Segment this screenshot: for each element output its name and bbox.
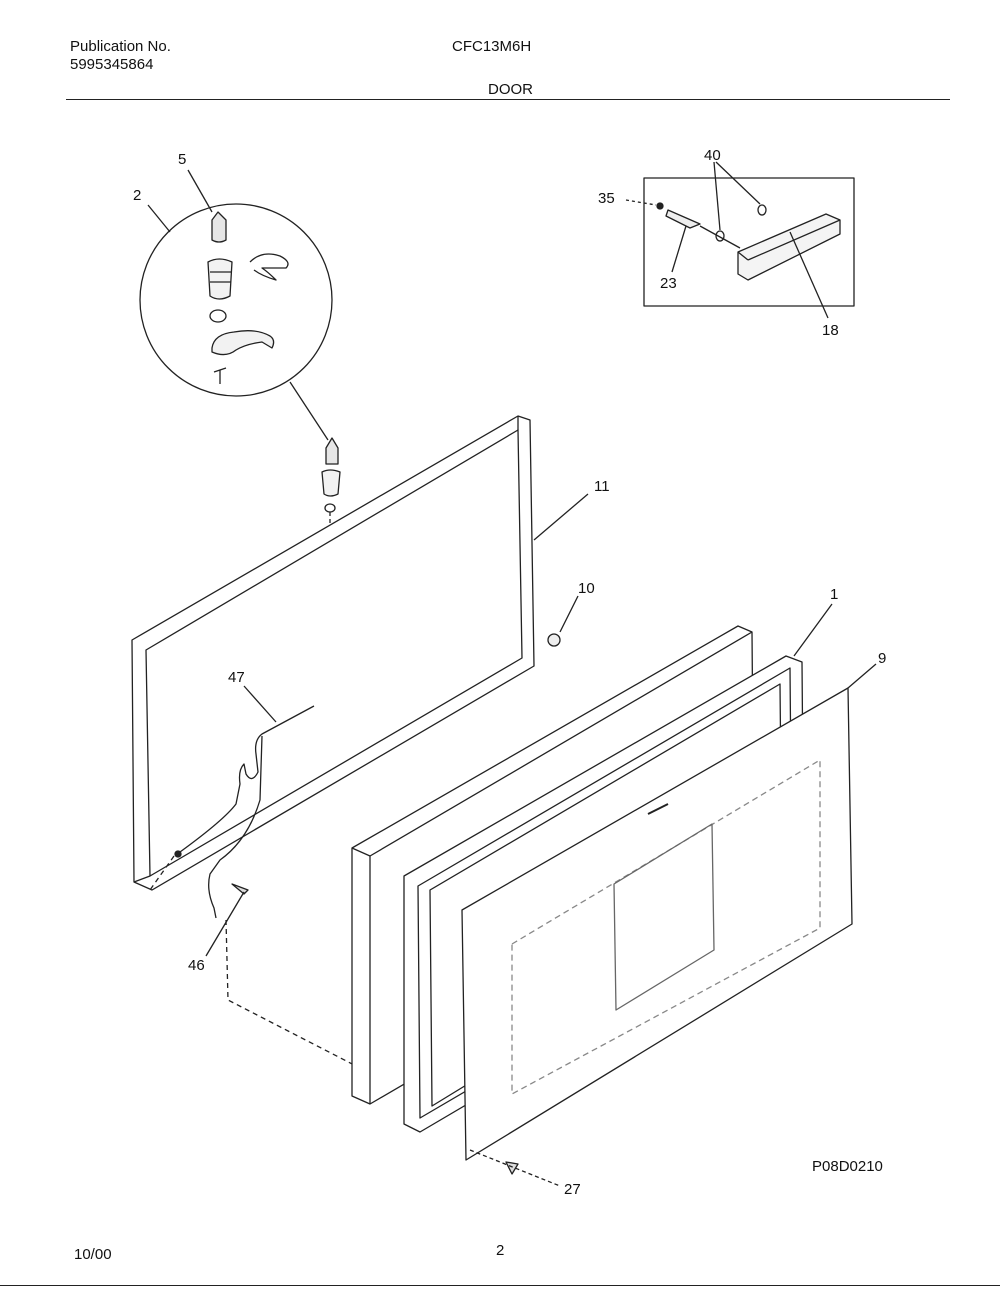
callout-11: 11 xyxy=(594,478,610,495)
leader-2 xyxy=(147,204,171,233)
leader-35 xyxy=(625,199,657,206)
callout-1: 1 xyxy=(830,586,839,603)
callout-23: 23 xyxy=(660,275,677,292)
footer-divider xyxy=(0,1285,1000,1286)
leader-9 xyxy=(847,663,877,689)
callout-10: 10 xyxy=(578,580,595,597)
hinge-clip xyxy=(249,253,289,281)
leader-40b xyxy=(715,161,761,205)
callout-40: 40 xyxy=(704,147,721,164)
hinge-detail-circle xyxy=(139,203,333,397)
leader-10 xyxy=(559,595,579,633)
header-divider xyxy=(66,99,950,100)
callout-27: 27 xyxy=(564,1181,581,1198)
leader-46 xyxy=(205,891,245,957)
inset-bracket xyxy=(737,213,841,281)
hinge-arm xyxy=(211,330,275,356)
hinge-screw xyxy=(213,367,227,384)
inner-door-panel xyxy=(461,687,853,1161)
callout-35: 35 xyxy=(598,190,615,207)
hinge-pin xyxy=(211,211,227,243)
drawing-code: P08D0210 xyxy=(812,1158,883,1175)
leader-27 xyxy=(469,1149,561,1187)
callout-18: 18 xyxy=(822,322,839,339)
wire-harness xyxy=(179,705,315,853)
leader-40a xyxy=(713,161,721,231)
model-number: CFC13M6H xyxy=(452,38,532,55)
door-clip xyxy=(547,633,561,647)
page-number: 2 xyxy=(496,1242,505,1259)
hinge-washer xyxy=(209,309,227,323)
bottom-screw xyxy=(505,1161,519,1175)
callout-5: 5 xyxy=(178,151,187,168)
publication-label: Publication No. xyxy=(70,38,171,55)
inset-rod xyxy=(665,209,701,229)
callout-46: 46 xyxy=(188,957,205,974)
inset-box xyxy=(643,177,855,307)
publication-number: 5995345864 xyxy=(70,56,154,73)
hinge-bushing xyxy=(207,258,233,300)
leader-18 xyxy=(789,231,829,319)
callout-47: 47 xyxy=(228,669,245,686)
door-screw xyxy=(231,883,249,895)
leader-11 xyxy=(533,493,589,541)
leader-1 xyxy=(793,603,833,657)
leader-5 xyxy=(187,169,213,213)
callout-9: 9 xyxy=(878,650,887,667)
section-title: DOOR xyxy=(488,81,533,98)
leader-23 xyxy=(671,225,687,273)
leader-47 xyxy=(243,685,277,723)
callout-2: 2 xyxy=(133,187,142,204)
detail-connector xyxy=(289,381,329,441)
footer-date: 10/00 xyxy=(74,1246,112,1263)
